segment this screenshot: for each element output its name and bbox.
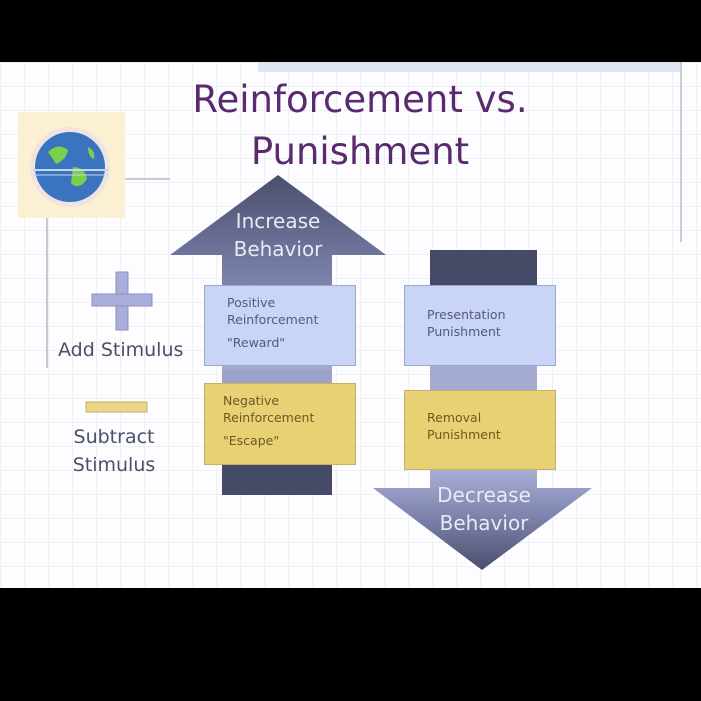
connector-line — [125, 178, 170, 180]
minus-icon — [85, 401, 148, 413]
page-title: Reinforcement vs.Punishment — [192, 78, 528, 173]
globe-icon — [18, 112, 125, 218]
add-stimulus-label: Add Stimulus — [58, 339, 184, 361]
plus-icon — [91, 271, 153, 331]
right-divider-line — [680, 62, 682, 242]
connector-line — [46, 218, 48, 368]
top-accent-bar — [258, 62, 680, 72]
